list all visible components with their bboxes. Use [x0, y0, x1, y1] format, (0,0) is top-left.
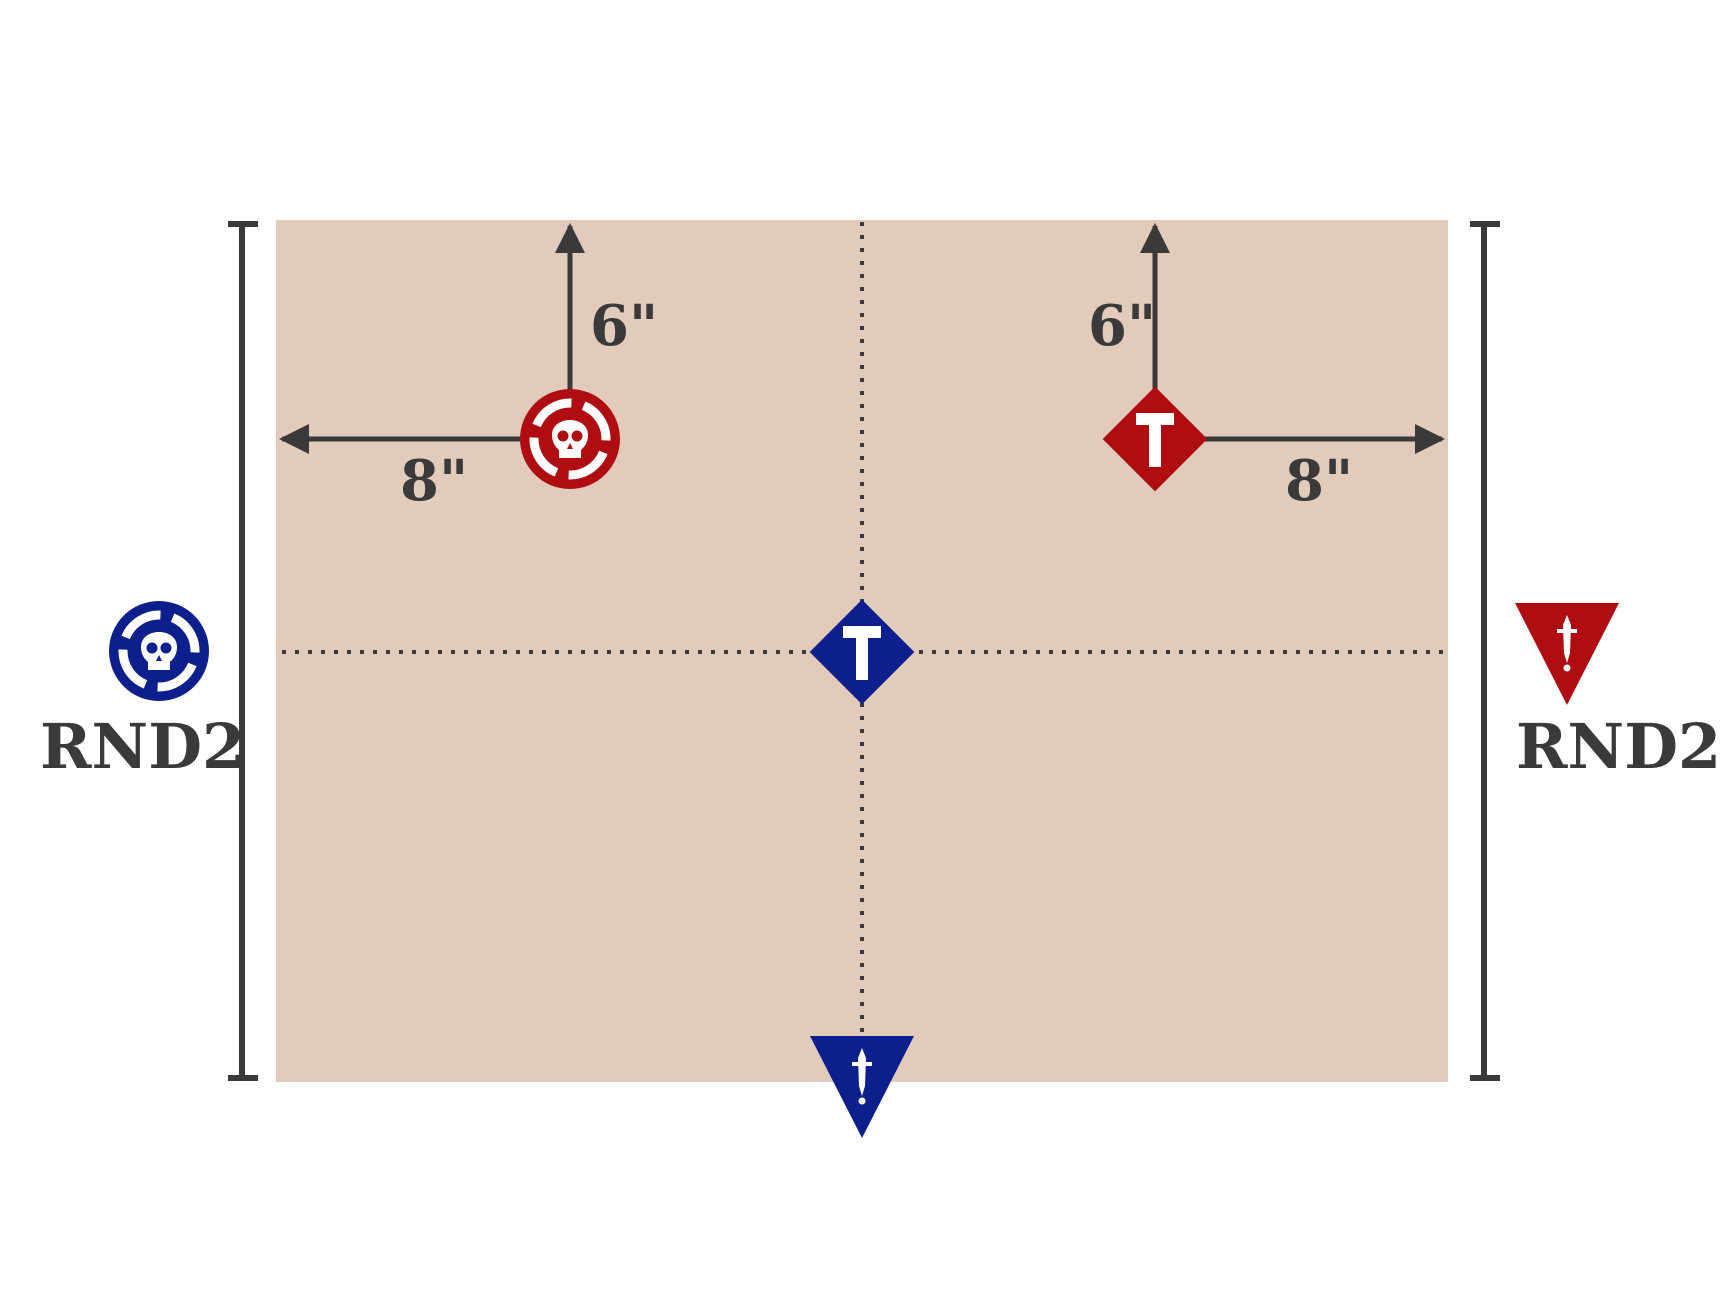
red-skull-objective-token — [520, 389, 620, 489]
dagger-icon — [852, 1048, 872, 1105]
top-right-horizontal-label: 8" — [1285, 448, 1353, 514]
red-dagger-objective-token — [1515, 603, 1619, 705]
left-round-label: RND2 — [40, 710, 245, 783]
skull-icon — [118, 610, 200, 692]
hammer-icon — [1136, 413, 1174, 467]
dagger-icon — [1557, 615, 1577, 672]
right-round-label: RND2 — [1516, 710, 1720, 783]
hammer-icon — [843, 626, 881, 680]
blue-skull-objective-token — [109, 601, 209, 701]
left-bracket — [228, 221, 258, 1081]
skull-icon — [529, 398, 611, 480]
top-right-vertical-label: 6" — [1088, 293, 1156, 359]
top-left-vertical-label: 6" — [590, 293, 658, 359]
blue-dagger-objective-token — [810, 1036, 914, 1138]
top-left-horizontal-label: 8" — [400, 448, 468, 514]
right-bracket — [1470, 221, 1500, 1081]
